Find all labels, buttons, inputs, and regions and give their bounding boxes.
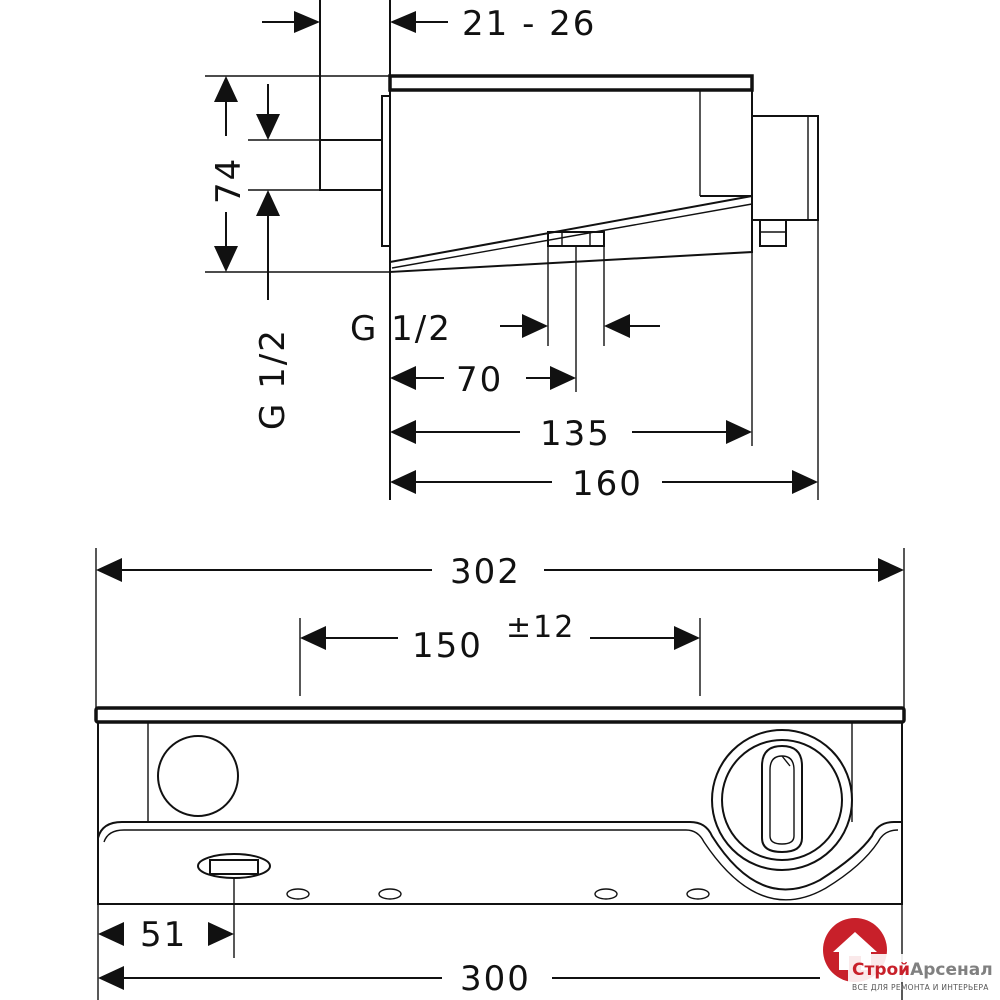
dim-thread-bottom: G 1/2	[350, 309, 452, 349]
arrow-300-left	[98, 966, 124, 990]
dim-bottom-width: 300	[460, 959, 531, 999]
arrow-302-left	[96, 558, 122, 582]
dim-outlet-offset: 70	[456, 360, 503, 400]
hole-1	[286, 888, 310, 900]
arrow-160-left	[390, 470, 416, 494]
arrow-height-top	[214, 76, 238, 102]
body-outline	[389, 90, 753, 274]
arrow-51-right	[208, 922, 234, 946]
dim-body-depth: 135	[540, 414, 611, 454]
logo-tagline: ВСЕ ДЛЯ РЕМОНТА И ИНТЕРЬЕРА	[852, 983, 989, 992]
hole-2	[378, 888, 402, 900]
arrow-302-right	[878, 558, 904, 582]
dim-total-depth: 160	[572, 464, 643, 504]
arrow-150-right	[674, 626, 700, 650]
dim-inlet-tolerance: ±12	[506, 610, 575, 645]
arrow-51-left	[98, 922, 124, 946]
arrow-thread-top	[256, 114, 280, 140]
arrow-70-right	[550, 366, 576, 390]
arrow-height-bottom	[214, 246, 238, 272]
dim-inlet-spacing: 150	[412, 626, 483, 666]
dim-wall-depth: 21 - 26	[462, 4, 596, 44]
arrow-160-right	[792, 470, 818, 494]
arrow-thread-left	[522, 314, 548, 338]
hole-4	[686, 888, 710, 900]
logo-brand-part1: Строй	[852, 960, 910, 980]
arrow-wall-depth-left	[294, 11, 320, 33]
inlet-stub	[319, 139, 383, 191]
watermark-logo: СтройАрсенал ВСЕ ДЛЯ РЕМОНТА И ИНТЕРЬЕРА	[823, 918, 1000, 992]
arrow-135-right	[726, 420, 752, 444]
left-push-button	[157, 735, 239, 817]
arrow-135-left	[390, 420, 416, 444]
knob-grip	[761, 744, 803, 854]
dim-thread-side: G 1/2	[253, 328, 293, 430]
arrow-wall-depth-right	[390, 11, 416, 33]
dim-outlet-from-left: 51	[140, 915, 187, 955]
front-view: 302 150 ±12	[94, 548, 906, 1000]
thermostat-knob	[711, 729, 853, 871]
dim-height: 74	[209, 157, 249, 204]
shelf-top	[388, 74, 754, 92]
dim-top-width: 302	[450, 552, 521, 592]
side-view: 21 - 26 74 G 1/2	[205, 0, 819, 504]
body-slope	[389, 195, 753, 263]
knob-base	[759, 220, 787, 247]
front-shelf	[94, 706, 906, 724]
arrow-70-left	[390, 366, 416, 390]
arrow-150-left	[300, 626, 326, 650]
front-body	[97, 722, 903, 905]
front-lower-edge	[97, 821, 902, 891]
hole-3	[594, 888, 618, 900]
arrow-thread-bottom	[256, 190, 280, 216]
logo-brand-part2: Арсенал	[910, 960, 993, 980]
arrow-thread-right	[604, 314, 630, 338]
svg-text:СтройАрсенал: СтройАрсенал	[852, 960, 993, 980]
